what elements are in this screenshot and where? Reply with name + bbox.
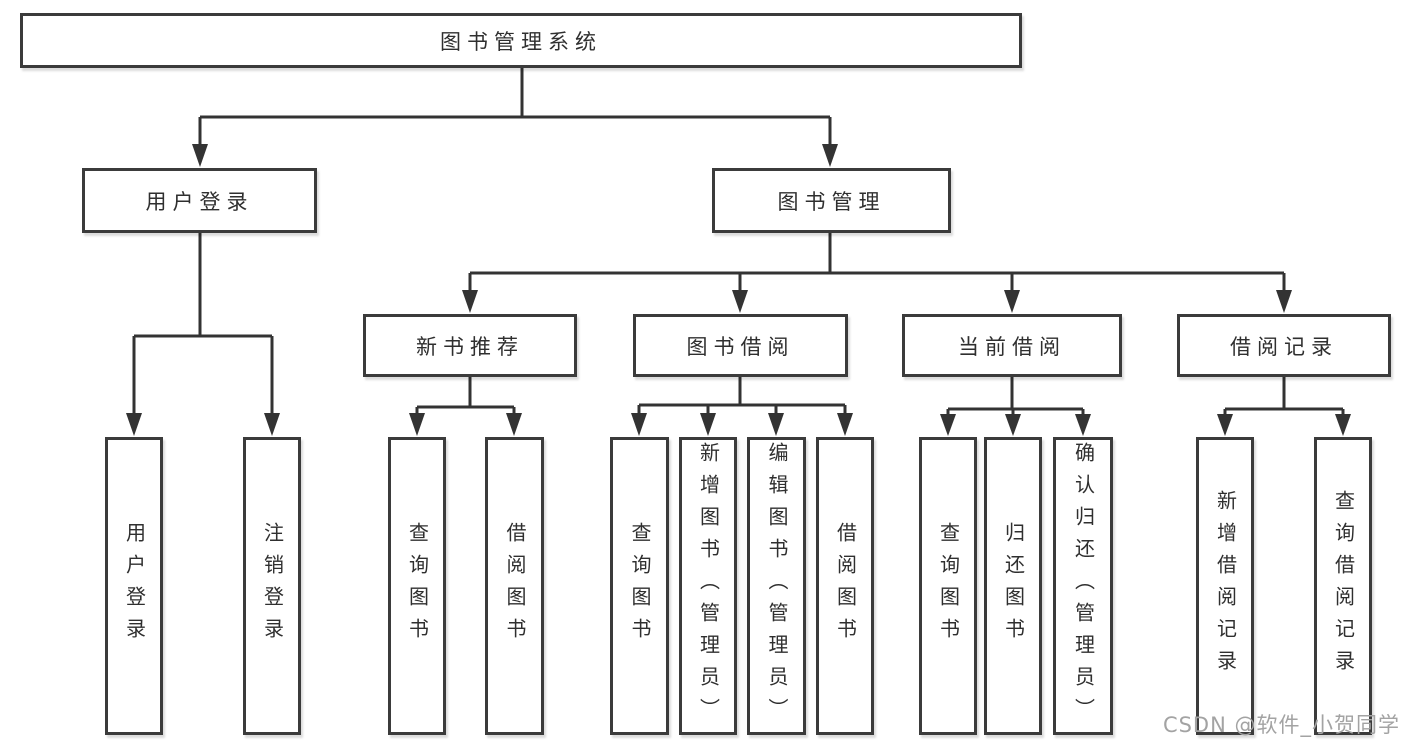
leaf-logout: 注销登录: [243, 437, 301, 735]
connector-book-management-children: [462, 233, 1292, 313]
leaf-user-login-label: 用户登录: [122, 522, 147, 650]
arrowhead-icon: [822, 144, 838, 167]
node-root-label: 图书管理系统: [440, 29, 602, 54]
leaf-borrow-books-recommend-label: 借阅图书: [503, 522, 527, 650]
arrowhead-icon: [732, 290, 748, 313]
leaf-query-books-borrowing-label: 查询图书: [628, 522, 652, 650]
node-new-book-recommend-label: 新书推荐: [416, 334, 524, 359]
connector-current-borrowing-children: [940, 377, 1091, 436]
leaf-borrow-books-borrowing: 借阅图书: [816, 437, 874, 735]
leaf-return-books: 归还图书: [984, 437, 1042, 735]
node-book-borrowing: 图书借阅: [633, 314, 848, 377]
leaf-query-borrow-record-label: 查询借阅记录: [1331, 490, 1356, 682]
csdn-watermark: CSDN @软件_小贺同学: [1162, 713, 1400, 737]
arrowhead-icon: [1276, 290, 1292, 313]
arrowhead-icon: [700, 413, 716, 436]
leaf-add-borrow-record-label: 新增借阅记录: [1213, 490, 1238, 682]
connector-root-to-level2: [192, 67, 838, 167]
node-new-book-recommend: 新书推荐: [363, 314, 577, 377]
arrowhead-icon: [506, 413, 522, 436]
leaf-query-books-recommend-label: 查询图书: [405, 522, 430, 650]
leaf-borrow-books-borrowing-label: 借阅图书: [833, 522, 858, 650]
arrowhead-icon: [631, 413, 647, 436]
arrowhead-icon: [768, 413, 784, 436]
arrowhead-icon: [462, 290, 478, 313]
leaf-confirm-return-admin: 确认归还（管理员）: [1053, 437, 1113, 735]
node-current-borrowing-label: 当前借阅: [958, 334, 1066, 359]
leaf-add-books-admin-label: 新增图书（管理员）: [696, 442, 721, 730]
leaf-add-books-admin: 新增图书（管理员）: [679, 437, 737, 735]
leaf-query-books-current-label: 查询图书: [936, 522, 961, 650]
arrowhead-icon: [409, 413, 425, 436]
leaf-query-books-recommend: 查询图书: [388, 437, 446, 735]
node-user-login-label: 用户登录: [145, 189, 254, 214]
leaf-add-borrow-record: 新增借阅记录: [1196, 437, 1254, 735]
node-book-management-label: 图书管理: [777, 189, 886, 214]
leaf-user-login: 用户登录: [105, 437, 163, 735]
arrowhead-icon: [837, 413, 853, 436]
node-borrowing-records-label: 借阅记录: [1230, 334, 1338, 359]
node-book-management: 图书管理: [712, 168, 951, 233]
node-borrowing-records: 借阅记录: [1177, 314, 1391, 377]
leaf-query-books-borrowing: 查询图书: [610, 437, 669, 735]
arrowhead-icon: [1004, 290, 1020, 313]
arrowhead-icon: [1217, 414, 1233, 436]
arrowhead-icon: [940, 414, 956, 436]
arrowhead-icon: [126, 413, 142, 436]
connector-borrowing-records-children: [1217, 377, 1351, 436]
leaf-edit-books-admin: 编辑图书（管理员）: [747, 437, 806, 735]
node-user-login: 用户登录: [82, 168, 317, 233]
connector-book-borrowing-children: [631, 377, 853, 436]
node-book-borrowing-label: 图书借阅: [686, 334, 795, 359]
arrowhead-icon: [192, 144, 208, 167]
leaf-query-books-current: 查询图书: [919, 437, 977, 735]
leaf-logout-label: 注销登录: [260, 522, 285, 650]
node-root: 图书管理系统: [20, 13, 1022, 68]
arrowhead-icon: [1335, 414, 1351, 436]
connector-user-login-children: [126, 233, 280, 436]
arrowhead-icon: [1005, 414, 1021, 436]
arrowhead-icon: [1075, 414, 1091, 436]
connector-new-book-recommend-children: [409, 377, 522, 436]
leaf-confirm-return-admin-label: 确认归还（管理员）: [1071, 442, 1096, 730]
leaf-query-borrow-record: 查询借阅记录: [1314, 437, 1372, 735]
arrowhead-icon: [264, 413, 280, 436]
leaf-borrow-books-recommend: 借阅图书: [485, 437, 544, 735]
node-current-borrowing: 当前借阅: [902, 314, 1122, 377]
leaf-edit-books-admin-label: 编辑图书（管理员）: [765, 442, 789, 730]
leaf-return-books-label: 归还图书: [1001, 522, 1026, 650]
